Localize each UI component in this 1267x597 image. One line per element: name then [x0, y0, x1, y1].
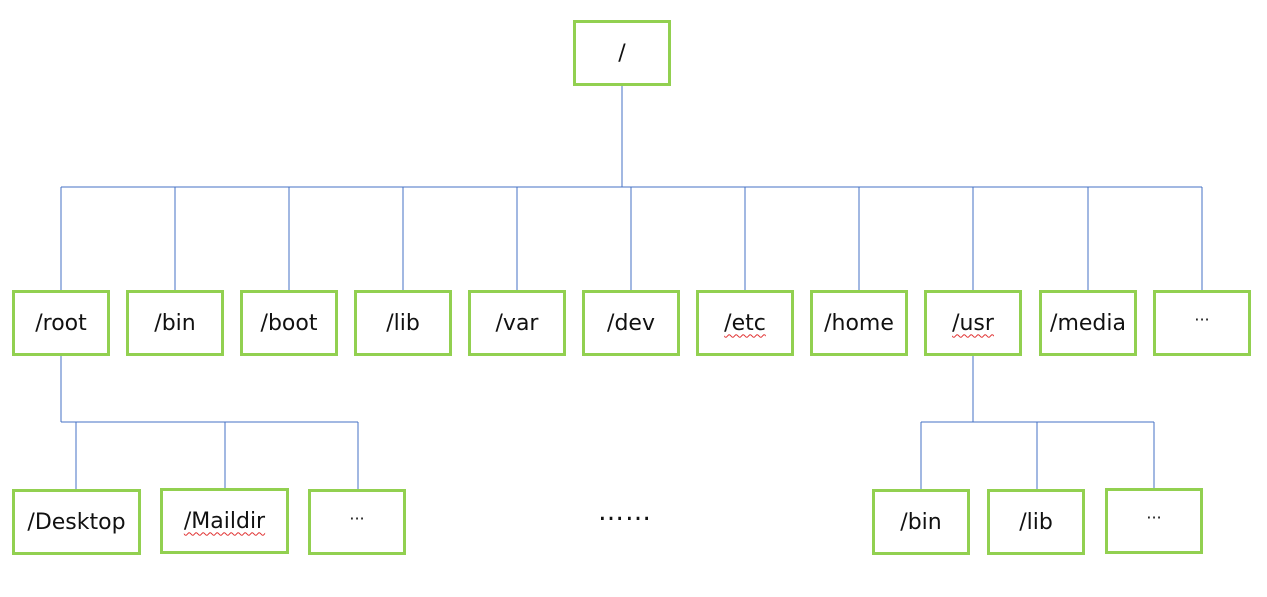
node-etc: /etc — [696, 290, 794, 356]
node-media: /media — [1039, 290, 1137, 356]
node-label: /etc — [724, 310, 766, 336]
node-lib: /lib — [354, 290, 452, 356]
node-root-more: ··· — [308, 489, 406, 555]
node-label: /lib — [1019, 509, 1053, 535]
node-label: ··· — [1194, 309, 1210, 329]
node-label: /lib — [386, 310, 420, 336]
node-usr-more: ··· — [1105, 488, 1203, 554]
node-desktop: /Desktop — [12, 489, 141, 555]
middle-ellipsis: …… — [598, 497, 652, 527]
node-home: /home — [810, 290, 908, 356]
node-root-dir: / — [573, 20, 671, 86]
node-label: ··· — [349, 508, 365, 528]
node-label: /var — [495, 310, 539, 336]
node-label: /media — [1050, 310, 1126, 336]
node-label: /home — [824, 310, 894, 336]
node-root: /root — [12, 290, 110, 356]
node-usr: /usr — [924, 290, 1022, 356]
node-label: /usr — [952, 310, 994, 336]
node-usr-bin: /bin — [872, 489, 970, 555]
node-label: /Desktop — [27, 509, 126, 535]
node-var: /var — [468, 290, 566, 356]
node-maildir: /Maildir — [160, 488, 289, 554]
node-label: ··· — [1146, 507, 1162, 527]
node-label: /Maildir — [183, 508, 266, 534]
node-bin: /bin — [126, 290, 224, 356]
node-usr-lib: /lib — [987, 489, 1085, 555]
node-label: /dev — [607, 310, 655, 336]
node-label: /boot — [260, 310, 318, 336]
node-boot: /boot — [240, 290, 338, 356]
node-dev: /dev — [582, 290, 680, 356]
node-label: /bin — [154, 310, 196, 336]
node-more: ··· — [1153, 290, 1251, 356]
node-label: /bin — [900, 509, 942, 535]
node-label: / — [618, 40, 626, 66]
node-label: /root — [35, 310, 87, 336]
